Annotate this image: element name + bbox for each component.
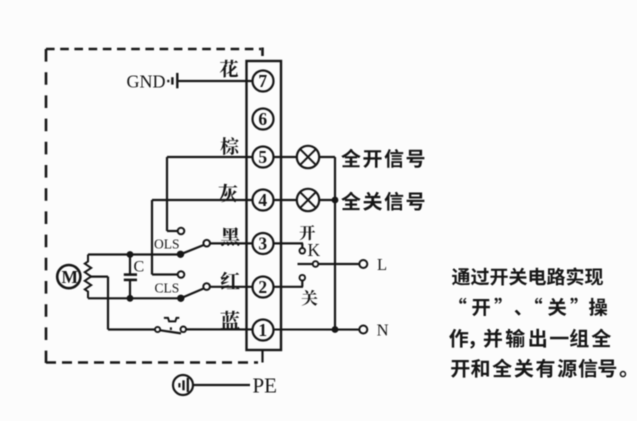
svg-text:PE: PE — [253, 374, 278, 398]
svg-text:5: 5 — [258, 147, 267, 167]
svg-text:4: 4 — [258, 190, 267, 210]
svg-text:C: C — [134, 259, 145, 276]
svg-text:3: 3 — [258, 234, 267, 254]
svg-text:OLS: OLS — [154, 237, 180, 252]
svg-text:N: N — [377, 320, 389, 339]
svg-text:6: 6 — [258, 109, 267, 129]
svg-text:GND: GND — [127, 72, 166, 92]
svg-text:L: L — [377, 255, 387, 274]
svg-text:CLS: CLS — [155, 281, 180, 296]
svg-text:K: K — [308, 240, 321, 260]
svg-text:M: M — [62, 267, 79, 287]
svg-text:1: 1 — [258, 320, 267, 340]
svg-text:2: 2 — [258, 277, 267, 297]
svg-text:7: 7 — [258, 71, 267, 91]
